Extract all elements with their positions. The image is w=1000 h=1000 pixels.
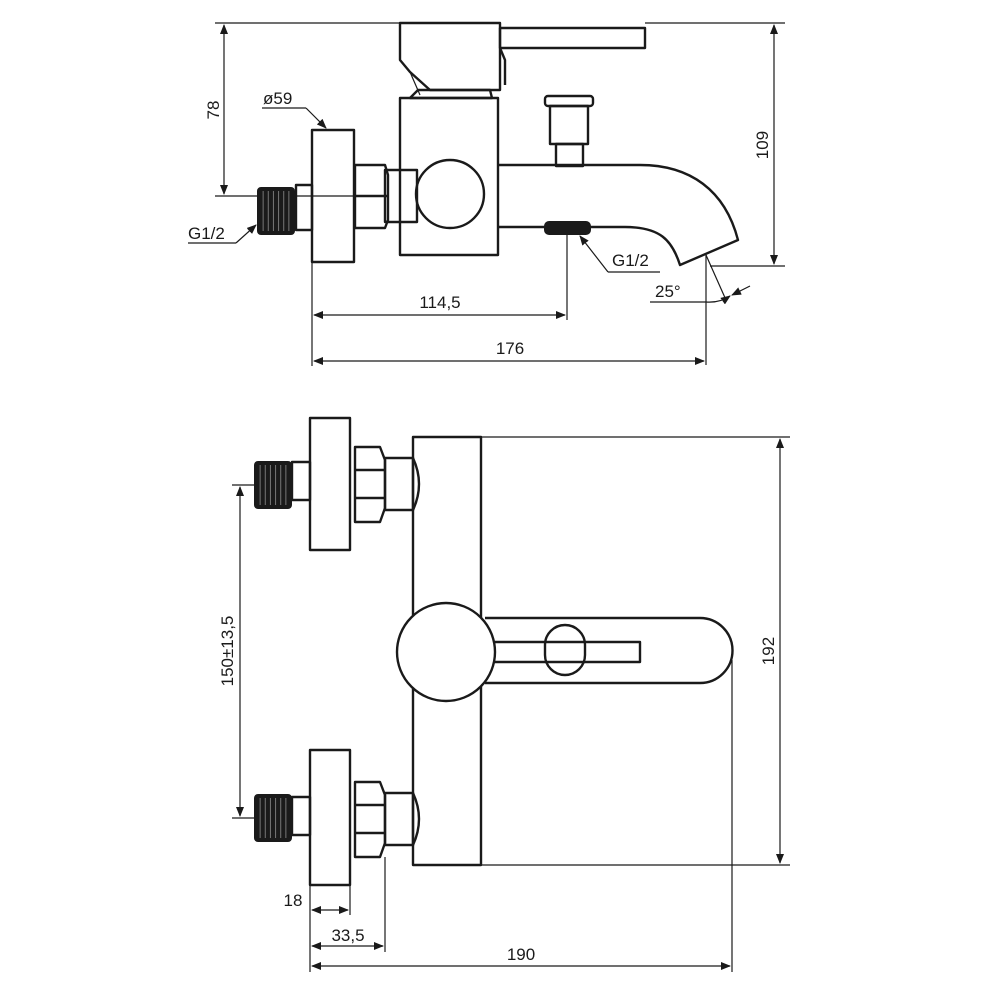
dim-176-label: 176 (496, 339, 524, 358)
hand-shower-outlet (544, 221, 591, 235)
lower-eccentric-connector (254, 748, 421, 887)
body-section-circle (414, 158, 486, 230)
lever-handle (398, 21, 647, 96)
dim-thread-outlet-label: G1/2 (612, 251, 649, 270)
front-view: 150±13,5 192 18 33,5 190 (218, 416, 790, 972)
mixer-body (398, 96, 500, 257)
dim-thread-inlet-label: G1/2 (188, 224, 225, 243)
side-view: 78 ø59 G1/2 G1/2 25° 109 114,5 176 (188, 21, 785, 366)
dim-114-5-label: 114,5 (419, 293, 460, 312)
dim-192-label: 192 (759, 637, 778, 665)
side-view-dimensions (188, 22, 785, 366)
dim-78-label: 78 (204, 101, 223, 120)
lever-front (488, 623, 642, 677)
dim-diameter-label: ø59 (263, 89, 292, 108)
spout (498, 163, 740, 267)
diverter-knob (543, 94, 595, 168)
dim-33-5-label: 33,5 (331, 926, 364, 945)
dim-190-label: 190 (507, 945, 535, 964)
dim-109-label: 109 (753, 131, 772, 159)
upper-eccentric-connector (254, 416, 421, 552)
dim-angle-label: 25° (655, 282, 681, 301)
spout-front (485, 616, 734, 685)
dim-150-label: 150±13,5 (218, 616, 237, 687)
front-view-dimensions (232, 436, 790, 972)
dim-18-label: 18 (284, 891, 303, 910)
cartridge-circle-front (395, 601, 497, 703)
